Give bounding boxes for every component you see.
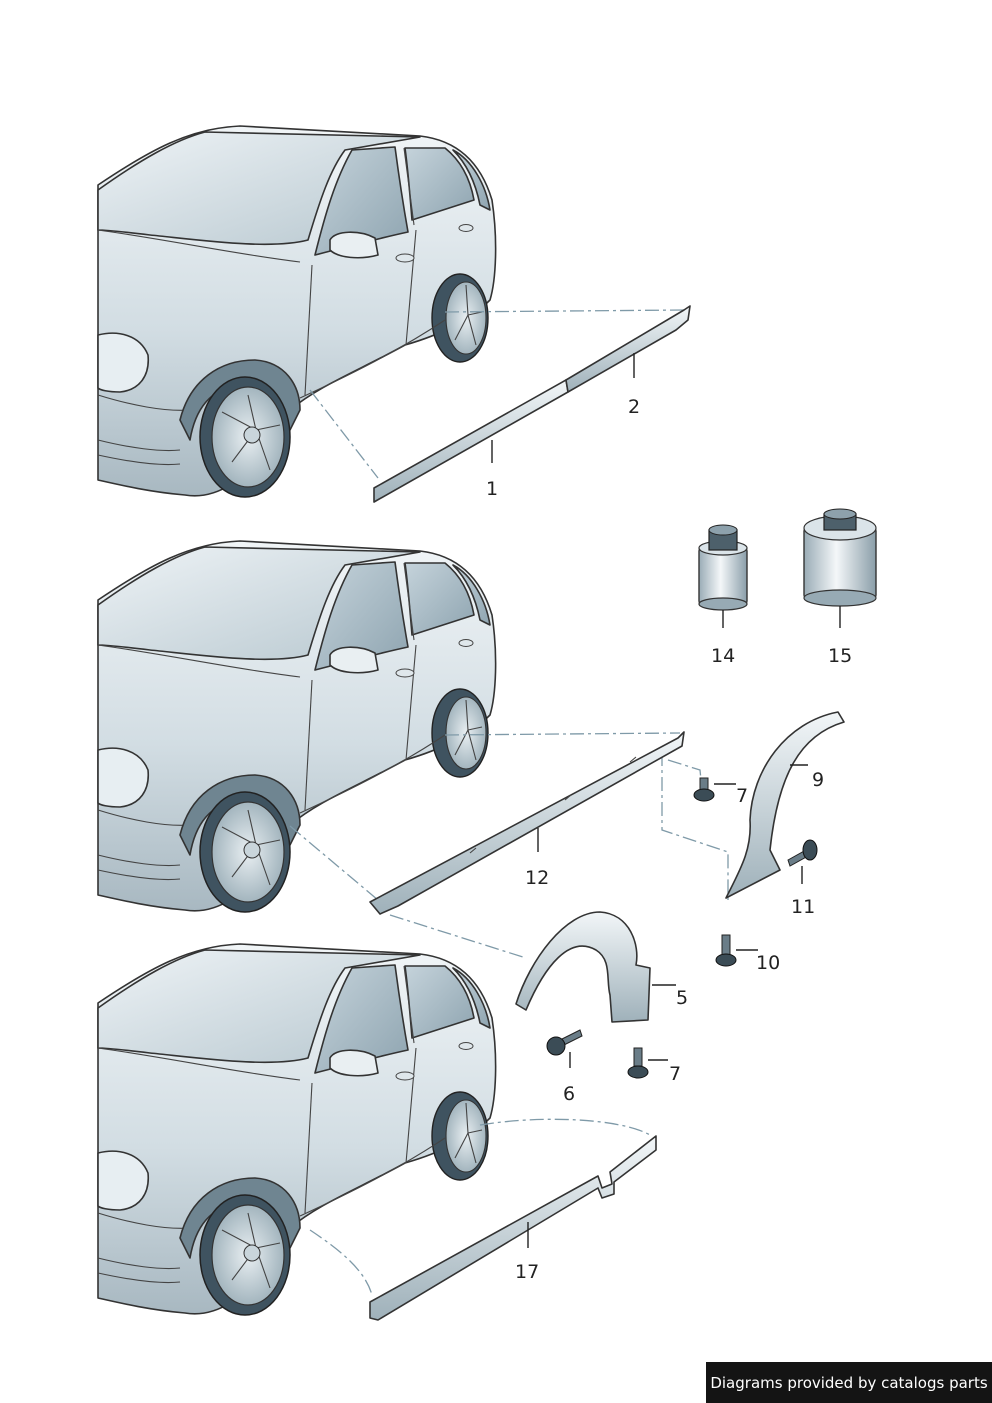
- wheel-arch-trim-5: [515, 911, 651, 1023]
- guide-line-2e: [389, 914, 527, 959]
- callout-11: 11: [791, 896, 815, 918]
- callout-1: 1: [486, 478, 498, 500]
- strip-part-2: [565, 305, 691, 393]
- sill-trim-12: [369, 731, 685, 915]
- guide-line-1a: [444, 309, 686, 313]
- callout-17: 17: [515, 1261, 539, 1283]
- screw-7-upper: [693, 777, 715, 802]
- callout-7-upper: 7: [736, 785, 748, 807]
- screw-6: [546, 1029, 583, 1056]
- wheel-arch-trim-9: [725, 711, 845, 899]
- screw-7-lower: [627, 1047, 649, 1079]
- screw-10: [715, 934, 737, 967]
- guide-line-1b: [309, 389, 379, 479]
- callout-15: 15: [828, 645, 852, 667]
- car-section-1: [97, 125, 497, 498]
- guide-line-2c: [661, 752, 729, 900]
- callout-12: 12: [525, 867, 549, 889]
- callout-5: 5: [676, 987, 688, 1009]
- guide-line-2b: [289, 825, 379, 901]
- callout-6: 6: [563, 1083, 575, 1105]
- guide-line-2d: [667, 759, 703, 791]
- car-section-3: [97, 943, 497, 1316]
- guide-line-2a: [444, 732, 681, 736]
- car-section-2: [97, 540, 497, 913]
- callout-9: 9: [812, 769, 824, 791]
- screw-11: [787, 839, 818, 867]
- adhesive-can: [803, 508, 877, 607]
- callout-2: 2: [628, 396, 640, 418]
- credit-banner: Diagrams provided by catalogs parts: [706, 1362, 992, 1403]
- callout-7-lower: 7: [669, 1063, 681, 1085]
- strip-part-1: [373, 379, 569, 503]
- side-skirt-17: [369, 1135, 657, 1321]
- guide-line-3b: [309, 1229, 373, 1296]
- callout-10: 10: [756, 952, 780, 974]
- adhesive-primer-bottle: [698, 524, 748, 611]
- guide-line-3a: [479, 1118, 651, 1136]
- callout-14: 14: [711, 645, 735, 667]
